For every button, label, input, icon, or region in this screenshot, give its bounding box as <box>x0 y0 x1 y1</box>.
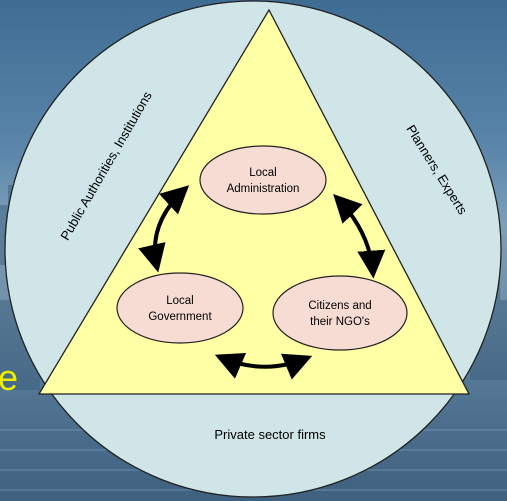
node-local-government-line1: Local <box>166 295 194 307</box>
arrow-government-citizens <box>214 353 313 380</box>
node-local-government-line2: Government <box>148 311 212 323</box>
node-citizens-ngos <box>272 275 408 351</box>
node-citizens-ngos-line2: their NGO's <box>310 316 370 328</box>
arrow-admin-citizens <box>333 193 386 279</box>
arrow-admin-government <box>138 185 190 273</box>
node-local-government <box>116 272 244 344</box>
background-text-fragment: e <box>0 357 18 398</box>
node-citizens-ngos-line1: Citizens and <box>308 300 371 312</box>
node-local-administration-line1: Local <box>249 167 277 179</box>
node-local-administration-line2: Administration <box>227 183 300 195</box>
label-private-sector-firms: Private sector firms <box>214 427 326 442</box>
node-local-administration <box>199 145 327 215</box>
